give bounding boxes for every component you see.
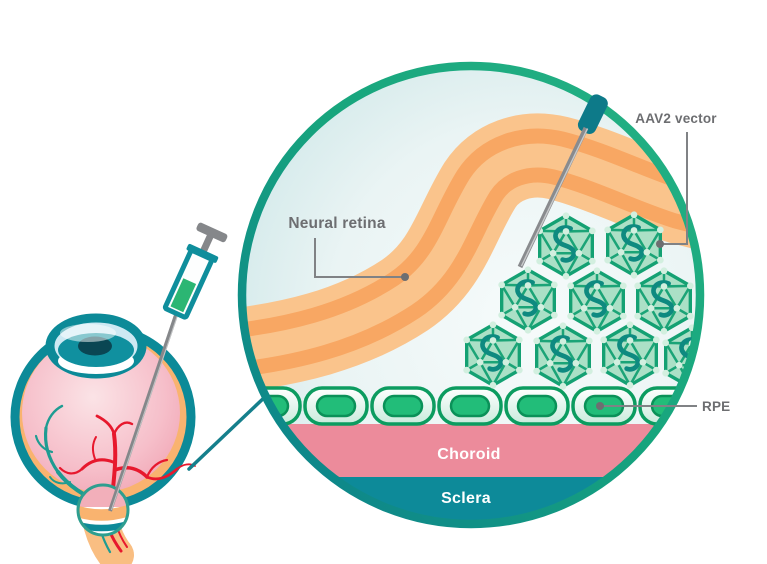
rpe-cell [370,386,436,426]
sclera-label: Sclera [441,490,491,507]
cornea [45,313,147,379]
aav2-vector-annotation: AAV2 vector [635,111,717,248]
needle-icon [108,314,178,512]
magnifier-circle [76,483,130,537]
aav2-vector-leader [663,132,688,245]
rpe-cell [303,386,369,426]
annotations: Neural retina AAV2 vector RPE Choroid Sc… [288,111,730,507]
aav2-vector-label: AAV2 vector [635,111,717,126]
neural-retina-annotation: Neural retina [288,215,409,281]
rpe-cell [437,386,503,426]
aav2-vector-dot [656,240,664,248]
syringe-liquid [170,278,197,313]
neural-retina-dot [401,273,409,281]
syringe-icon [108,222,228,512]
magnified-needle [517,94,608,269]
eye-illustration [10,222,269,564]
choroid-label: Choroid [437,446,500,463]
rpe-dot [596,402,604,410]
neural-retina-leader [314,238,402,278]
mini-choroid [79,504,127,521]
eyeball [10,324,196,510]
needle-hub [577,94,608,134]
magnifier-ring [237,61,705,529]
rpe-annotation: RPE [596,399,730,414]
cornea-highlight [60,324,116,342]
magnifier-connector-line [187,393,269,471]
rpe-cell [504,386,570,426]
neural-retina-band [245,113,697,394]
retinal-vessels-red [58,414,196,500]
neural-retina-label: Neural retina [288,215,386,232]
rpe-label: RPE [702,399,730,414]
mini-sclera [79,520,127,532]
plunger-handle [196,222,228,243]
